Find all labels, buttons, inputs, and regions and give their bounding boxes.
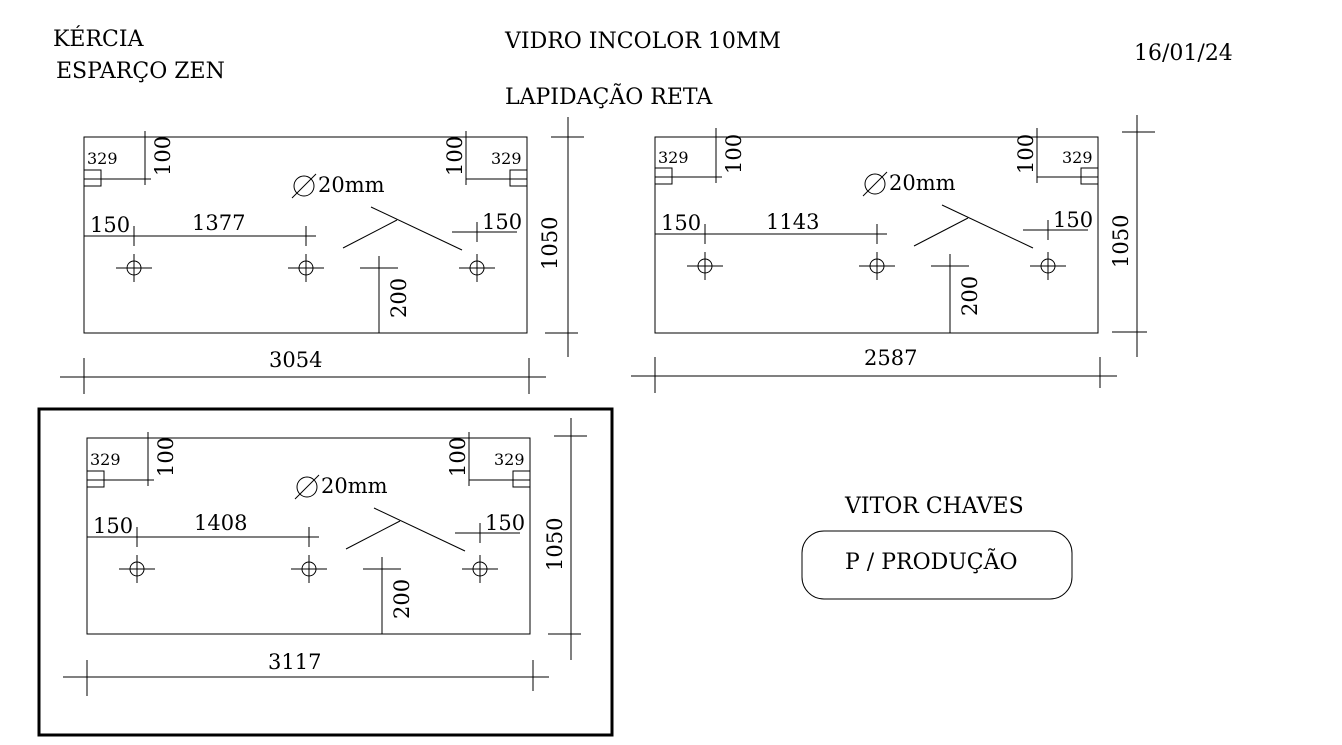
hole-marker [119, 555, 155, 583]
corner-right-label: 329 [491, 149, 522, 168]
hole-diameter-label: 20mm [318, 173, 385, 197]
hole-marker [291, 555, 327, 583]
project-name: ESPARÇO ZEN [56, 59, 225, 84]
glass-panel-1: 329 100 329 100 20mm 150 1377 150 200 [60, 117, 584, 394]
diameter-symbol [296, 476, 318, 498]
panel-outline [654, 136, 1099, 334]
top-left-offset-label: 100 [722, 134, 746, 174]
bottom-offset-label: 200 [958, 276, 982, 316]
drawing-date: 16/01/24 [1134, 41, 1233, 66]
panel-outline [83, 136, 528, 334]
top-right-offset-label: 100 [1014, 134, 1038, 174]
panel-outline [86, 437, 531, 635]
hole-diameter-label: 20mm [321, 474, 388, 498]
diameter-symbol [293, 175, 315, 197]
edge-left-label: 150 [93, 514, 133, 538]
panel-width-label: 3054 [269, 348, 322, 372]
panel-height-label: 1050 [538, 217, 562, 270]
diameter-symbol [864, 173, 886, 195]
glass-panel-2: 329 100 329 100 20mm 150 1143 150 200 10… [631, 115, 1155, 393]
top-left-offset-label: 100 [151, 136, 175, 176]
corner-notch [654, 167, 673, 185]
corner-notch [512, 470, 531, 488]
hole-diameter-label: 20mm [889, 171, 956, 195]
hole-spacing-label: 1143 [766, 210, 819, 234]
production-stamp: P / PRODUÇÃO [845, 547, 1018, 575]
corner-notch [86, 470, 105, 488]
corner-left-label: 329 [90, 450, 121, 469]
corner-notch [1080, 167, 1099, 185]
material-spec: VIDRO INCOLOR 10MM [504, 29, 781, 54]
hole-marker [459, 254, 495, 282]
panel-width-label: 3117 [268, 650, 321, 674]
corner-notch [509, 169, 528, 187]
panel-width-label: 2587 [864, 346, 917, 370]
finish-spec: LAPIDAÇÃO RETA [505, 82, 713, 110]
production-stamp-box [801, 530, 1073, 600]
panel-height-label: 1050 [1109, 215, 1133, 268]
top-right-offset-label: 100 [443, 136, 467, 176]
hole-spacing-label: 1408 [194, 511, 247, 535]
bottom-offset-label: 200 [390, 579, 414, 619]
hole-marker [687, 252, 723, 280]
hole-marker [462, 555, 498, 583]
edge-left-label: 150 [661, 211, 701, 235]
top-right-offset-label: 100 [446, 437, 470, 477]
hole-spacing-label: 1377 [192, 211, 245, 235]
bottom-offset-label: 200 [387, 278, 411, 318]
corner-left-label: 329 [87, 149, 118, 168]
corner-right-label: 329 [1062, 148, 1093, 167]
client-name: KÉRCIA [53, 25, 145, 52]
hole-marker [859, 252, 895, 280]
hole-marker [116, 254, 152, 282]
edge-right-label: 150 [485, 511, 525, 535]
hole-marker [1030, 252, 1066, 280]
top-left-offset-label: 100 [154, 437, 178, 477]
hole-marker [288, 254, 324, 282]
panel-height-label: 1050 [543, 518, 567, 571]
author-name: VITOR CHAVES [844, 494, 1024, 519]
corner-notch [83, 169, 102, 187]
corner-right-label: 329 [494, 450, 525, 469]
edge-right-label: 150 [1053, 208, 1093, 232]
corner-left-label: 329 [658, 148, 689, 167]
edge-left-label: 150 [90, 213, 130, 237]
edge-right-label: 150 [482, 210, 522, 234]
glass-panel-3: 329 100 329 100 20mm 150 1408 150 200 10… [63, 418, 587, 696]
selection-frame [37, 407, 614, 737]
